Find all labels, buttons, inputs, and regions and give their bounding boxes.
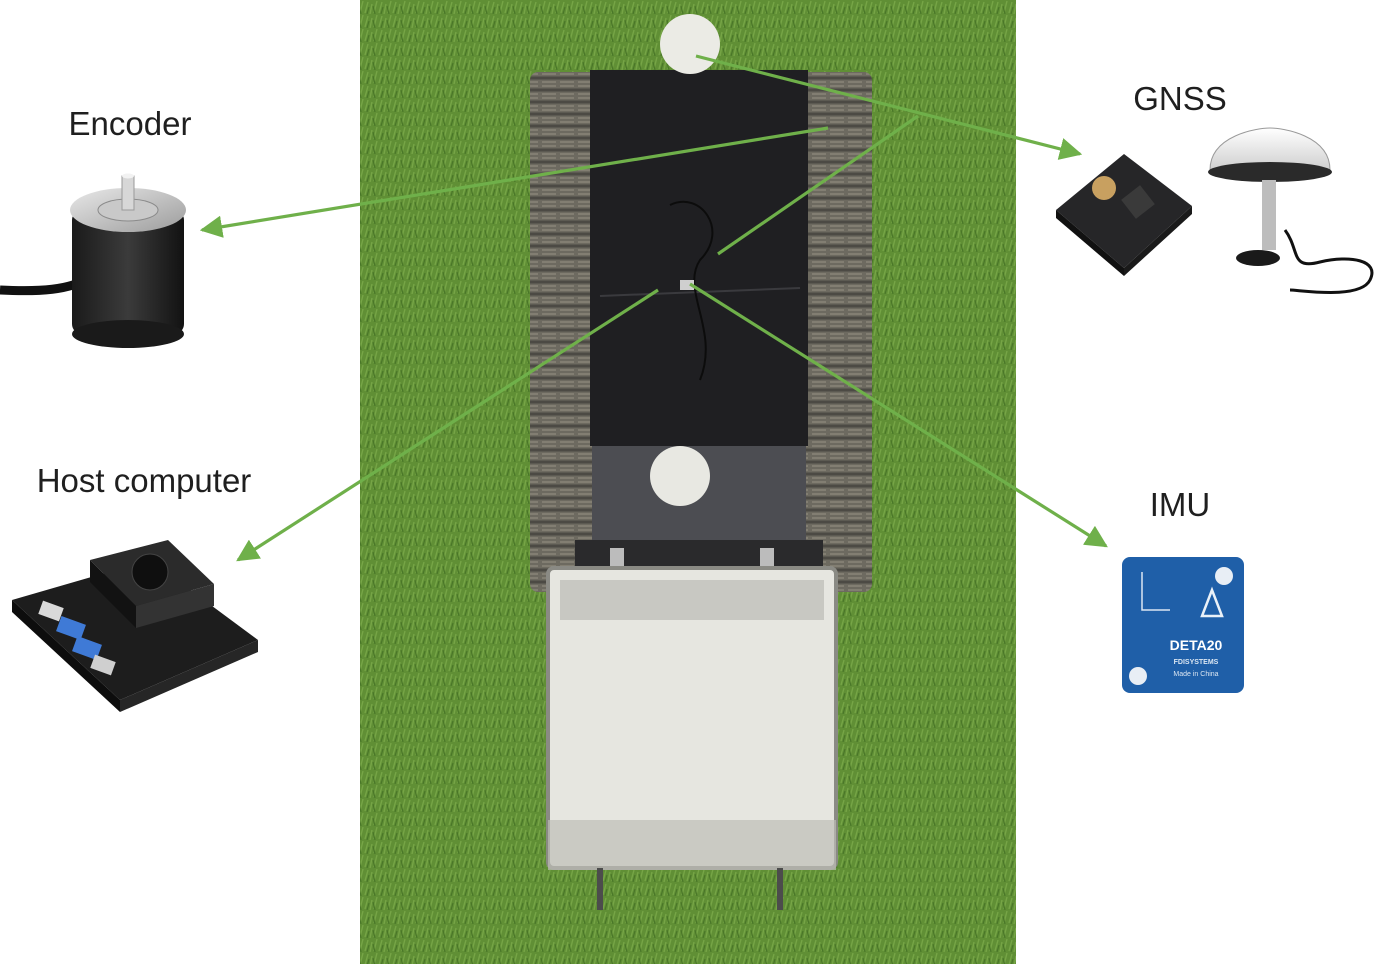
annotation-arrows (199, 54, 1108, 562)
host-computer-label: Host computer (37, 462, 252, 499)
host-computer-image (12, 540, 258, 712)
imu-maker-label: FDISYSTEMS (1174, 659, 1219, 666)
imu-module-image: DETA20 FDISYSTEMS Made in China (1122, 557, 1244, 693)
gnss-module-image (1056, 154, 1192, 276)
gnss-arrow-rear (717, 114, 919, 256)
host-computer-arrow (236, 288, 659, 562)
imu-brand-label: DETA20 (1170, 637, 1223, 653)
gnss-label: GNSS (1133, 80, 1227, 117)
right-track (800, 72, 872, 592)
imu-arrow (689, 282, 1108, 548)
robot-top-deck (590, 70, 808, 446)
imu-origin-label: Made in China (1173, 671, 1218, 678)
encoder-image (0, 173, 186, 348)
imu-label: IMU (1150, 486, 1211, 523)
encoder-label: Encoder (69, 105, 192, 142)
front-antenna-puck (660, 14, 720, 74)
left-track (530, 72, 602, 592)
encoder-arrow (199, 126, 829, 238)
rear-antenna-puck (650, 446, 710, 506)
robot-photo (360, 0, 1016, 964)
gnss-antenna-image (1208, 127, 1374, 294)
gnss-arrow-front (695, 54, 1083, 160)
